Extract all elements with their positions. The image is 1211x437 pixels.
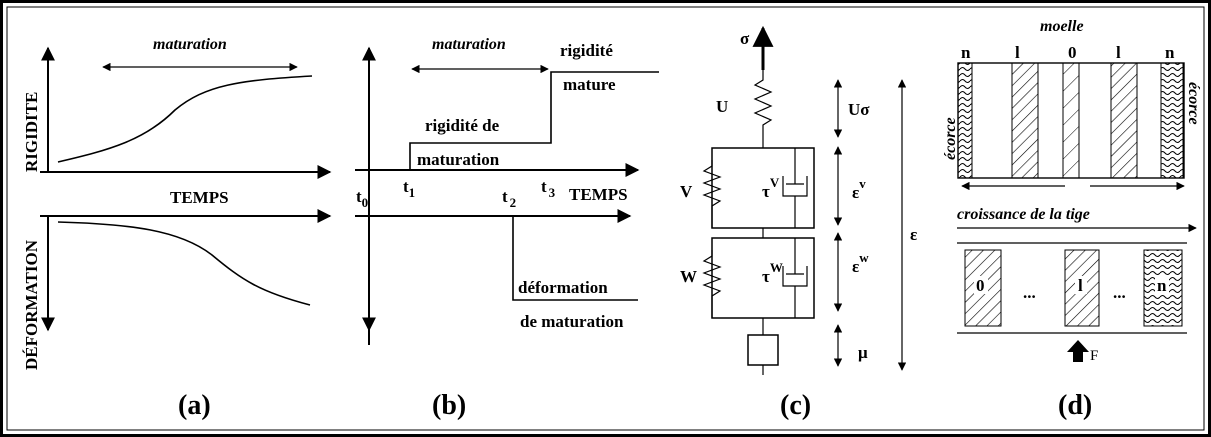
a-y-label-bottom: DÉFORMATION — [22, 239, 41, 370]
c-spring-w — [702, 250, 722, 318]
d-ecorce-left: écorce — [942, 117, 959, 160]
c-mu: μ — [858, 343, 868, 362]
d-dots-2: ... — [1113, 283, 1126, 302]
b-maturation-rig-2: maturation — [417, 150, 500, 169]
d-strip-l-right — [1110, 62, 1138, 179]
c-spring-v — [702, 160, 722, 228]
c-V: V — [680, 182, 693, 201]
c-tau-v: τV — [762, 175, 780, 201]
c-eps-v: εv — [852, 176, 866, 202]
c-dashpot-w — [782, 238, 808, 318]
a-caption: (a) — [178, 390, 211, 421]
d-force-label: F — [1090, 348, 1098, 364]
b-mature-label-2: mature — [563, 75, 616, 94]
d-strip-ecorce-left — [957, 62, 973, 179]
d-strip-ecorce-right — [1160, 62, 1184, 179]
c-tau-w: τW — [762, 260, 783, 286]
d-force-arrow — [1067, 340, 1089, 362]
inner-border — [6, 6, 1205, 431]
panel-d: moelle n l 0 l n écorce écorce croissanc… — [942, 18, 1202, 421]
b-rigidity-step — [369, 71, 659, 171]
b-deformation-2: de maturation — [520, 312, 624, 331]
a-deformation-curve — [57, 221, 311, 306]
panel-c: σ U Uσ V τV εv W τW εw μ ε (c) — [680, 25, 917, 421]
d-cell-label-n: n — [1157, 276, 1167, 295]
c-dashpot-v — [782, 148, 808, 228]
b-maturation-rig-1: rigidité de — [425, 116, 500, 135]
panel-b: maturation rigidité mature rigidité de m… — [355, 36, 659, 421]
b-deformation-step — [369, 215, 638, 301]
b-deformation-1: déformation — [518, 278, 608, 297]
d-ecorce-right: écorce — [1185, 82, 1202, 125]
d-top-labels: n l 0 l n — [961, 43, 1175, 62]
a-x-label: TEMPS — [170, 188, 229, 207]
c-eps-w: εw — [852, 250, 869, 276]
c-sigma: σ — [740, 29, 750, 48]
d-strip-l-left — [1011, 62, 1039, 179]
c-eps-total: ε — [910, 225, 917, 244]
b-t1: t1 — [403, 177, 415, 200]
b-x-label: TEMPS — [569, 185, 628, 204]
d-cell-l-label-bg — [1075, 276, 1087, 294]
c-caption: (c) — [780, 390, 811, 421]
d-croissance: croissance de la tige — [957, 206, 1090, 223]
d-top-label-0: 0 — [1068, 43, 1077, 62]
d-top-label-n-left: n — [961, 43, 971, 62]
b-mature-label-1: rigidité — [560, 41, 613, 60]
b-t0: t0 — [356, 187, 368, 210]
d-moelle: moelle — [1040, 18, 1084, 35]
d-caption: (d) — [1058, 390, 1092, 421]
d-top-label-l-right: l — [1116, 43, 1121, 62]
d-cell-label-0: 0 — [976, 276, 985, 295]
c-U-sigma: Uσ — [848, 100, 870, 119]
c-mu-block — [747, 334, 779, 366]
a-rigidity-curve — [57, 75, 313, 163]
d-top-label-n-right: n — [1165, 43, 1175, 62]
b-maturation-label: maturation — [432, 36, 506, 53]
a-y-label-top: RIGIDITE — [22, 92, 41, 172]
panel-a: maturation RIGIDITE TEMPS DÉFORMATION (a… — [22, 36, 332, 421]
d-cell-n-label-bg — [1155, 276, 1169, 294]
d-dots-1: ... — [1023, 283, 1036, 302]
d-cell-label-l: l — [1078, 276, 1083, 295]
d-cell-0-label-bg — [974, 276, 988, 294]
c-W: W — [680, 267, 697, 286]
d-strip-center — [1062, 62, 1080, 179]
c-U: U — [716, 97, 728, 116]
c-spring-u — [753, 70, 773, 148]
a-maturation-label: maturation — [153, 36, 227, 53]
b-caption: (b) — [432, 390, 466, 421]
d-top-label-l-left: l — [1015, 43, 1020, 62]
